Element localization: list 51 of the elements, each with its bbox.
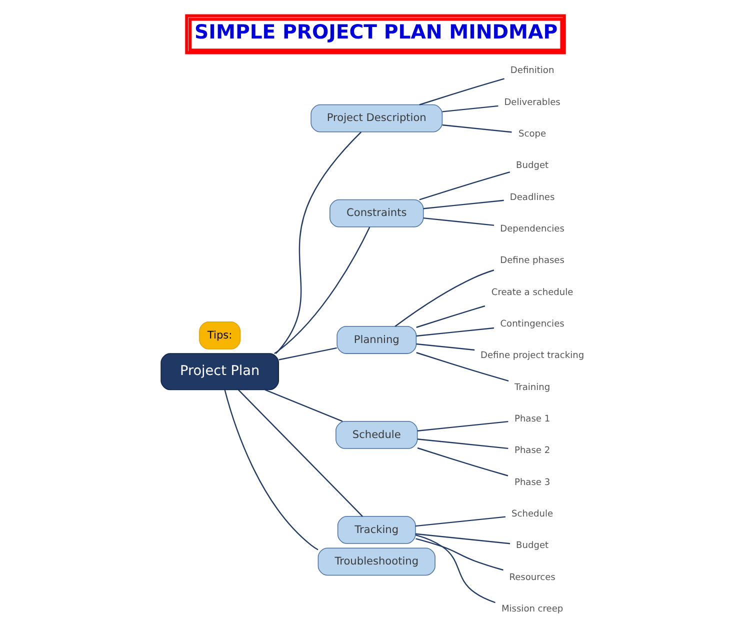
node-text: Create a schedule <box>490 288 573 298</box>
connector <box>416 327 494 337</box>
connector <box>414 533 510 544</box>
connector <box>416 305 485 328</box>
connector <box>416 352 508 382</box>
connector <box>274 226 370 354</box>
connector <box>418 78 504 106</box>
node-text: Budget <box>516 541 548 552</box>
node-text: Define project tracking <box>480 351 584 362</box>
node-text: Scope <box>518 130 546 140</box>
connector <box>418 171 510 200</box>
node-text: Budget <box>516 161 548 172</box>
connector <box>442 105 498 112</box>
node-box: Project Plan <box>160 353 278 390</box>
connector <box>237 389 362 517</box>
connector <box>394 270 494 327</box>
connector <box>414 516 506 527</box>
node-text: Training <box>514 382 550 393</box>
node-text: Define phases <box>500 256 564 266</box>
connector <box>415 538 503 571</box>
node-text: Resources <box>508 572 555 583</box>
node-text: Dependencies <box>500 224 564 235</box>
connector <box>416 343 474 351</box>
connector <box>422 217 494 226</box>
node-text: Deadlines <box>509 192 554 203</box>
connector <box>224 390 318 550</box>
connector <box>415 534 495 604</box>
node-box: Project Description <box>310 104 442 132</box>
node-text: Contingencies <box>500 320 564 330</box>
node-text: Schedule <box>511 509 553 520</box>
connector <box>416 420 508 432</box>
connector <box>442 124 512 133</box>
connector <box>278 347 336 360</box>
node-text: Phase 3 <box>514 478 550 488</box>
node-box: Tracking <box>336 516 416 544</box>
connector <box>274 132 362 354</box>
node-box: Schedule <box>335 421 418 449</box>
node-box: Planning <box>336 326 416 354</box>
node-box: Constraints <box>329 199 424 228</box>
connector <box>422 200 504 210</box>
diagram-title: SIMPLE PROJECT PLAN MINDMAP <box>194 20 558 44</box>
connector <box>416 438 508 450</box>
node-text: Mission creep <box>500 604 563 614</box>
connector <box>264 389 342 422</box>
node-text: Definition <box>510 66 554 76</box>
node-box: Tips: <box>198 322 240 350</box>
connector <box>416 447 508 476</box>
node-text: Phase 2 <box>514 446 550 456</box>
node-box: Troubleshooting <box>317 548 435 576</box>
node-text: Phase 1 <box>514 414 550 424</box>
node-text: Deliverables <box>504 98 560 108</box>
